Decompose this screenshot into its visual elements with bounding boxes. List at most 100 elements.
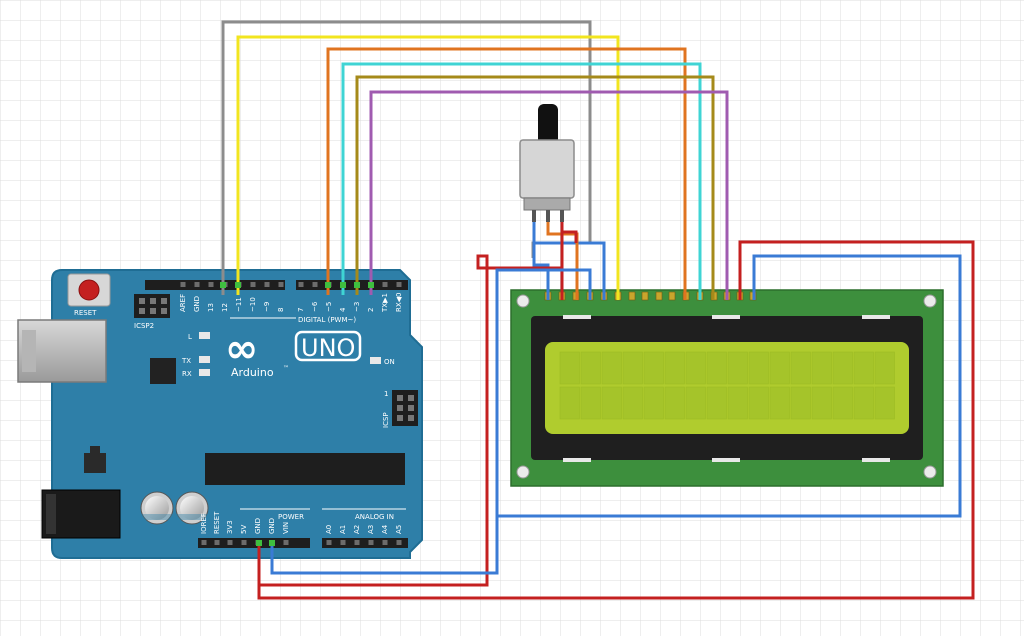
power-pin-3-pin[interactable] [241,540,247,545]
potentiometer-body [519,139,575,199]
digital-pin-6-pin[interactable] [264,282,270,287]
power-pin-5-label: GND [268,518,276,534]
lcd-cell [874,351,895,385]
icsp2-header [134,294,170,318]
analog-pin-0-pin[interactable] [326,540,332,545]
lcd-cell [790,351,811,385]
lcd-clip-bottom-right [862,458,890,462]
digital-pin-2-pin[interactable] [208,282,214,287]
digital-pin-9-pin[interactable] [312,282,318,287]
wire-endpoint-4 [354,282,360,288]
wire-endpoint-5 [368,282,374,288]
analog-pin-5-pin[interactable] [396,540,402,545]
digital-pin-14-pin[interactable] [382,282,388,287]
lcd-cell [811,386,832,420]
digital-pin-12-label: ~3 [353,302,361,312]
voltage-regulator-tab [90,446,100,454]
logo-infinity-icon: ∞ [225,326,258,372]
lcd-cell [769,351,790,385]
analog-pin-1-label: A1 [339,525,347,534]
digital-label: DIGITAL (PWM~) [298,316,356,324]
wire-layer [220,20,975,600]
lcd-cell [874,386,895,420]
icsp2-label: ICSP2 [134,322,154,330]
lcd-cell [580,351,601,385]
analog-pin-0-label: A0 [325,525,333,534]
digital-pin-6-label: ~9 [263,302,271,312]
lcd-mount-hole-tl [516,294,530,308]
analog-pin-2-pin[interactable] [354,540,360,545]
lcd-cell [706,351,727,385]
power-pin-2-pin[interactable] [227,540,233,545]
digital-pin-3-label: 12 [221,303,229,312]
digital-pin-5-pin[interactable] [250,282,256,287]
analog-pin-4-pin[interactable] [382,540,388,545]
power-wire-endpoint-0 [256,540,262,546]
lcd-cell [622,351,643,385]
digital-pin-15-pin[interactable] [396,282,402,287]
led-on-label: ON [384,358,395,366]
digital-pin-0-label: AREF [179,294,187,312]
lcd-cell [601,386,622,420]
lcd-cell [727,351,748,385]
lcd-pin-8[interactable] [641,291,649,301]
led-tx-label: TX [181,357,191,365]
wire-red-11 [257,240,975,600]
arduino-logo: ∞ UNO Arduino ™ [225,326,362,379]
led-tx [199,356,210,363]
digital-pin-1-pin[interactable] [194,282,200,287]
power-pin-0-pin[interactable] [201,540,207,545]
digital-pin-15-label: RX◀0 [395,293,403,313]
lcd-clip-bottom-mid [712,458,740,462]
digital-pin-13-label: 2 [367,308,375,312]
lcd-cell [622,386,643,420]
digital-pin-8-pin[interactable] [298,282,304,287]
power-pin-0-label: IOREF [200,513,208,534]
power-pin-2-label: 3V3 [226,520,234,534]
power-pin-1-pin[interactable] [214,540,220,545]
icsp-label: ICSP [382,412,390,428]
potentiometer-leg-right [560,210,564,222]
lcd-1602-module [510,289,944,487]
digital-pin-10-label: ~5 [325,302,333,312]
digital-pin-4-label: ~11 [235,297,243,312]
power-pin-1-label: RESET [213,511,221,534]
lcd-pin-10[interactable] [668,291,676,301]
wire-endpoint-2 [325,282,331,288]
wire-cyan-3 [341,62,702,300]
led-rx [199,369,210,376]
analog-pin-4-label: A4 [381,524,389,534]
lcd-clip-bottom-left [563,458,591,462]
digital-pin-7-label: 8 [277,308,285,312]
wire-endpoint-0 [220,282,226,288]
lcd-mount-hole-tr [923,294,937,308]
analog-pin-3-pin[interactable] [368,540,374,545]
lcd-pin-9[interactable] [655,291,663,301]
lcd-cell [727,386,748,420]
lcd-cell [790,386,811,420]
capacitor-1 [140,491,174,525]
lcd-pin-7[interactable] [628,291,636,301]
digital-pin-5-label: ~10 [249,297,257,312]
lcd-clip-top-mid [712,315,740,319]
potentiometer-leg-left [532,210,536,222]
lcd-cell [643,351,664,385]
analog-pin-1-pin[interactable] [340,540,346,545]
lcd-cell [832,351,853,385]
digital-pin-0-pin[interactable] [180,282,186,287]
reset-button[interactable] [67,273,111,307]
atmega-chip [205,453,405,485]
power-pin-4-label: GND [254,518,262,534]
logo-uno: UNO [301,334,355,362]
wire-purple-5 [369,90,729,300]
digital-pin-8-label: 7 [297,308,305,312]
potentiometer[interactable] [519,104,575,222]
digital-pin-7-pin[interactable] [278,282,284,287]
power-pin-6-pin[interactable] [283,540,289,545]
potentiometer-base [523,197,571,211]
lcd-cell [748,351,769,385]
logo-tm: ™ [283,365,289,372]
